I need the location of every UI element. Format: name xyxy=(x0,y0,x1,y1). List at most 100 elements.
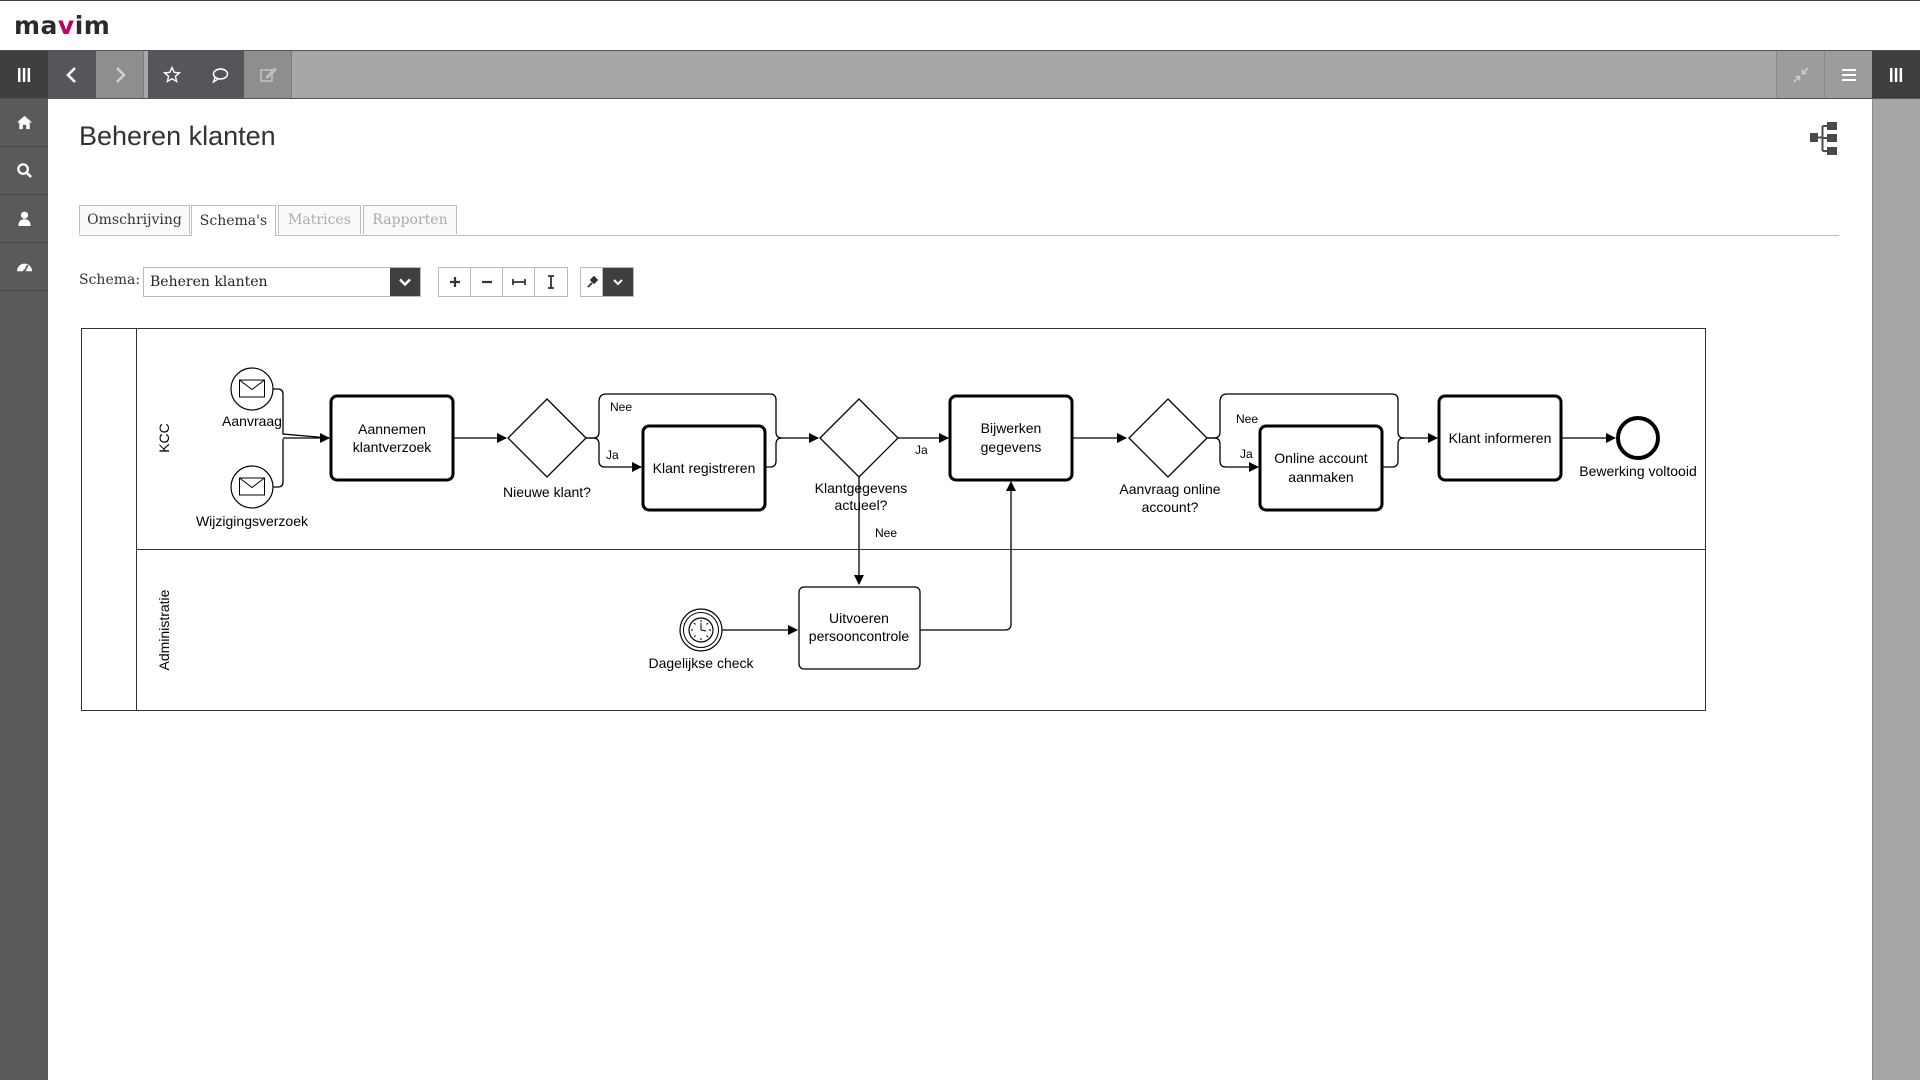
task-klant-informeren-label: Klant informeren xyxy=(1449,430,1552,446)
envelope-icon xyxy=(239,477,265,496)
edit-button[interactable] xyxy=(244,51,292,98)
tab-matrices[interactable]: Matrices xyxy=(278,205,361,234)
task-bijwerken-label-1: Bijwerken xyxy=(981,420,1042,436)
back-button[interactable] xyxy=(48,51,96,98)
top-bar: mavim xyxy=(0,0,1920,50)
task-aannemen-klantverzoek[interactable] xyxy=(329,394,455,482)
list-icon xyxy=(1841,68,1856,81)
tab-label: Rapporten xyxy=(372,212,448,228)
mavim-logo[interactable]: mavim xyxy=(14,11,111,40)
dashboard-icon xyxy=(16,263,32,273)
task-bijwerken-gegevens[interactable] xyxy=(948,394,1074,482)
collapse-icon xyxy=(1792,66,1809,83)
minus-icon xyxy=(481,280,492,284)
favorite-button[interactable] xyxy=(148,51,196,98)
gateway-nieuwe-klant[interactable] xyxy=(507,398,587,478)
gateway-actueel-label-2: actueel? xyxy=(835,497,888,513)
gateway-online-label-2: account? xyxy=(1142,499,1199,515)
search-icon xyxy=(16,163,32,179)
chevron-down-icon xyxy=(613,279,623,286)
page-title: Beheren klanten xyxy=(79,121,276,151)
start-event-wijzigingsverzoek[interactable] xyxy=(230,465,274,509)
gateway-actueel-label-1: Klantgegevens xyxy=(815,480,908,496)
end-event-label: Bewerking voltooid xyxy=(1579,463,1697,479)
lane-kcc-label: KCC xyxy=(156,423,172,453)
menu-icon xyxy=(18,67,31,82)
task-persoon-label-2: persooncontrole xyxy=(809,628,910,644)
comment-button[interactable] xyxy=(196,51,244,98)
task-online-label-1: Online account xyxy=(1274,450,1368,466)
schema-select[interactable]: Beheren klanten xyxy=(143,267,421,297)
flow-nee-3-label: Nee xyxy=(1236,412,1258,426)
edit-icon xyxy=(259,67,277,82)
timer-event-label: Dagelijkse check xyxy=(648,655,754,671)
hierarchy-icon[interactable] xyxy=(1809,121,1841,157)
left-nav xyxy=(0,99,48,1080)
flow-nee-2-label: Nee xyxy=(875,526,897,540)
main-content: Beheren klanten Omschrijving Schema's Ma… xyxy=(48,99,1872,1080)
task-uitvoeren-persooncontrole[interactable] xyxy=(798,586,921,670)
nav-dashboard[interactable] xyxy=(0,243,48,291)
forward-icon xyxy=(115,66,126,83)
flow-ja-3-label: Ja xyxy=(1240,447,1253,461)
start-aanvraag-label: Aanvraag xyxy=(222,413,282,429)
gateway-klantgegevens-actueel[interactable] xyxy=(819,398,899,478)
plus-icon xyxy=(449,277,460,287)
flow-nee-1-label: Nee xyxy=(610,400,632,414)
home-icon xyxy=(16,115,32,130)
schema-select-value: Beheren klanten xyxy=(150,274,268,290)
start-wijzigingsverzoek-label: Wijzigingsverzoek xyxy=(196,513,309,529)
process-pool xyxy=(81,328,1706,711)
gateway-nieuwe-klant-label: Nieuwe klant? xyxy=(503,484,591,500)
process-diagram: KCC Administratie Aanvraag Wijzigingsver… xyxy=(81,328,1706,711)
task-online-label-2: aanmaken xyxy=(1288,469,1353,485)
panel-icon xyxy=(1890,67,1903,82)
zoom-in-button[interactable] xyxy=(439,268,471,296)
zoom-controls xyxy=(438,267,568,297)
gateway-online-label-1: Aanvraag online xyxy=(1119,481,1220,497)
tab-label: Matrices xyxy=(288,212,351,228)
task-bijwerken-label-2: gegevens xyxy=(981,439,1042,455)
fit-width-button[interactable] xyxy=(503,268,535,296)
tab-schemas[interactable]: Schema's xyxy=(191,205,276,236)
star-icon xyxy=(163,65,181,83)
list-button[interactable] xyxy=(1824,51,1872,98)
task-aannemen-label-1: Aannemen xyxy=(358,421,426,437)
nav-search[interactable] xyxy=(0,147,48,195)
task-klant-registreren-label: Klant registreren xyxy=(653,460,756,476)
comment-icon xyxy=(212,67,229,84)
right-panel xyxy=(1872,99,1920,1080)
fit-height-button[interactable] xyxy=(535,268,567,296)
end-event-bewerking-voltooid[interactable] xyxy=(1616,416,1660,460)
start-event-aanvraag[interactable] xyxy=(230,367,274,411)
gateway-aanvraag-online-account[interactable] xyxy=(1128,398,1208,478)
task-klant-registreren[interactable] xyxy=(641,424,767,512)
back-icon xyxy=(66,66,76,83)
tool-controls xyxy=(580,267,634,297)
timer-event-dagelijkse-check[interactable] xyxy=(679,608,723,652)
tab-omschrijving[interactable]: Omschrijving xyxy=(79,205,190,234)
collapse-button[interactable] xyxy=(1776,51,1824,98)
nav-user[interactable] xyxy=(0,195,48,243)
fit-width-icon xyxy=(511,279,526,285)
zoom-out-button[interactable] xyxy=(471,268,503,296)
task-online-account-aanmaken[interactable] xyxy=(1258,424,1384,512)
task-persoon-label-1: Uitvoeren xyxy=(829,610,889,626)
tab-bar: Omschrijving Schema's Matrices Rapporten xyxy=(79,205,1839,236)
menu-toggle-button[interactable] xyxy=(0,51,48,98)
main-toolbar xyxy=(0,50,1920,99)
pin-icon xyxy=(586,276,598,288)
schema-label: Schema: xyxy=(79,272,141,288)
lane-administratie-label: Administratie xyxy=(156,589,172,670)
select-dropdown-button[interactable] xyxy=(390,268,420,296)
flow-ja-2-label: Ja xyxy=(915,443,928,457)
fit-height-icon xyxy=(548,275,554,289)
tab-rapporten[interactable]: Rapporten xyxy=(363,205,457,234)
forward-button[interactable] xyxy=(96,51,144,98)
panel-toggle-button[interactable] xyxy=(1872,51,1920,98)
tool-dropdown-button[interactable] xyxy=(603,268,633,296)
pin-tool-button[interactable] xyxy=(581,268,603,296)
tab-label: Schema's xyxy=(199,213,268,229)
user-icon xyxy=(17,211,31,227)
nav-home[interactable] xyxy=(0,99,48,147)
